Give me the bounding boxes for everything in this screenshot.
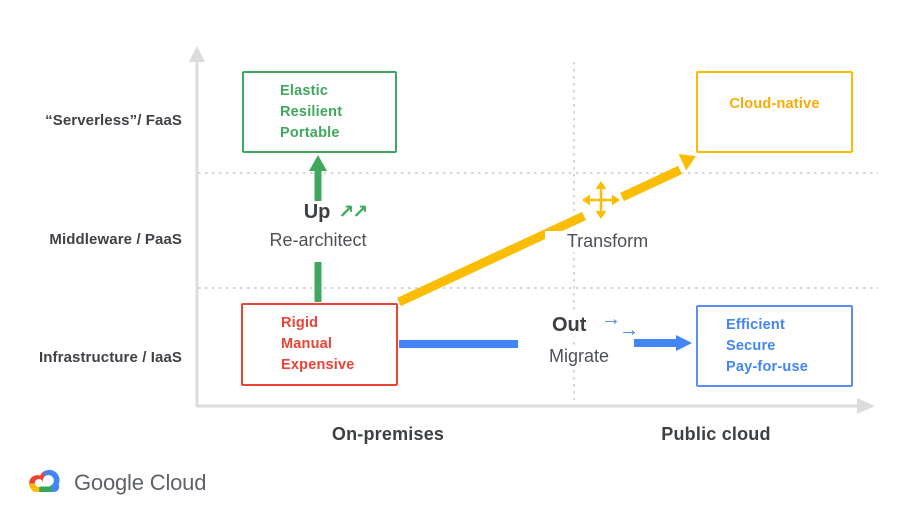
transform-arrow: [397, 154, 696, 307]
box-line: Efficient: [726, 316, 785, 333]
up-arrowhead: [309, 155, 327, 171]
east-arrow-glyph-2: →: [619, 319, 639, 341]
transform-label: Transform: [545, 231, 670, 252]
migration-up-label-row: Up ↗↗: [270, 201, 400, 224]
out-arrowhead: [676, 335, 692, 351]
transform-arrow-segment-lower: [397, 211, 586, 307]
ne-arrows-glyph: ↗↗: [338, 202, 368, 223]
x-axis-label-onprem: On-premises: [331, 424, 445, 444]
migrate-label: Migrate: [537, 346, 621, 367]
up-label: Up: [303, 201, 331, 223]
brand-cloud: Cloud: [149, 469, 207, 495]
y-axis-arrowhead: [189, 46, 205, 62]
google-cloud-icon: [29, 469, 60, 492]
transform-arrow-segment-upper: [620, 165, 682, 202]
box-line: Elastic: [280, 82, 329, 99]
axes-lines: [189, 46, 875, 414]
box-line: Portable: [280, 124, 340, 141]
rearchitect-label: Re-architect: [238, 230, 398, 251]
y-axis-label-faas: “Serverless”/ FaaS: [45, 112, 182, 129]
out-arrow: [399, 335, 692, 351]
brand-google: Google: [74, 469, 144, 495]
box-line: Pay-for-use: [726, 358, 808, 375]
box-line: Resilient: [280, 103, 343, 120]
x-axis-label-publiccloud: Public cloud: [661, 424, 771, 444]
move-icon: [582, 181, 620, 219]
up-arrow: [309, 155, 327, 302]
box-line: Expensive: [281, 357, 355, 373]
y-axis-label-paas: Middleware / PaaS: [49, 231, 182, 248]
box-serverless-cloud: Cloud-native: [696, 71, 853, 153]
box-infrastructure-cloud: Efficient Secure Pay-for-use: [696, 305, 853, 387]
box-infrastructure-onprem: Rigid Manual Expensive: [241, 303, 398, 386]
box-line: Rigid: [281, 315, 319, 331]
transform-arrowhead: [678, 154, 696, 171]
box-line: Cloud-native: [729, 96, 820, 112]
y-axis-label-iaas: Infrastructure / IaaS: [39, 349, 182, 366]
box-serverless-onprem: Elastic Resilient Portable: [242, 71, 397, 153]
out-label: Out: [552, 314, 587, 337]
east-arrow-glyph-1: →: [601, 308, 621, 330]
box-line: Manual: [281, 336, 333, 352]
box-line: Secure: [726, 337, 776, 354]
x-axis-arrowhead: [857, 398, 875, 414]
